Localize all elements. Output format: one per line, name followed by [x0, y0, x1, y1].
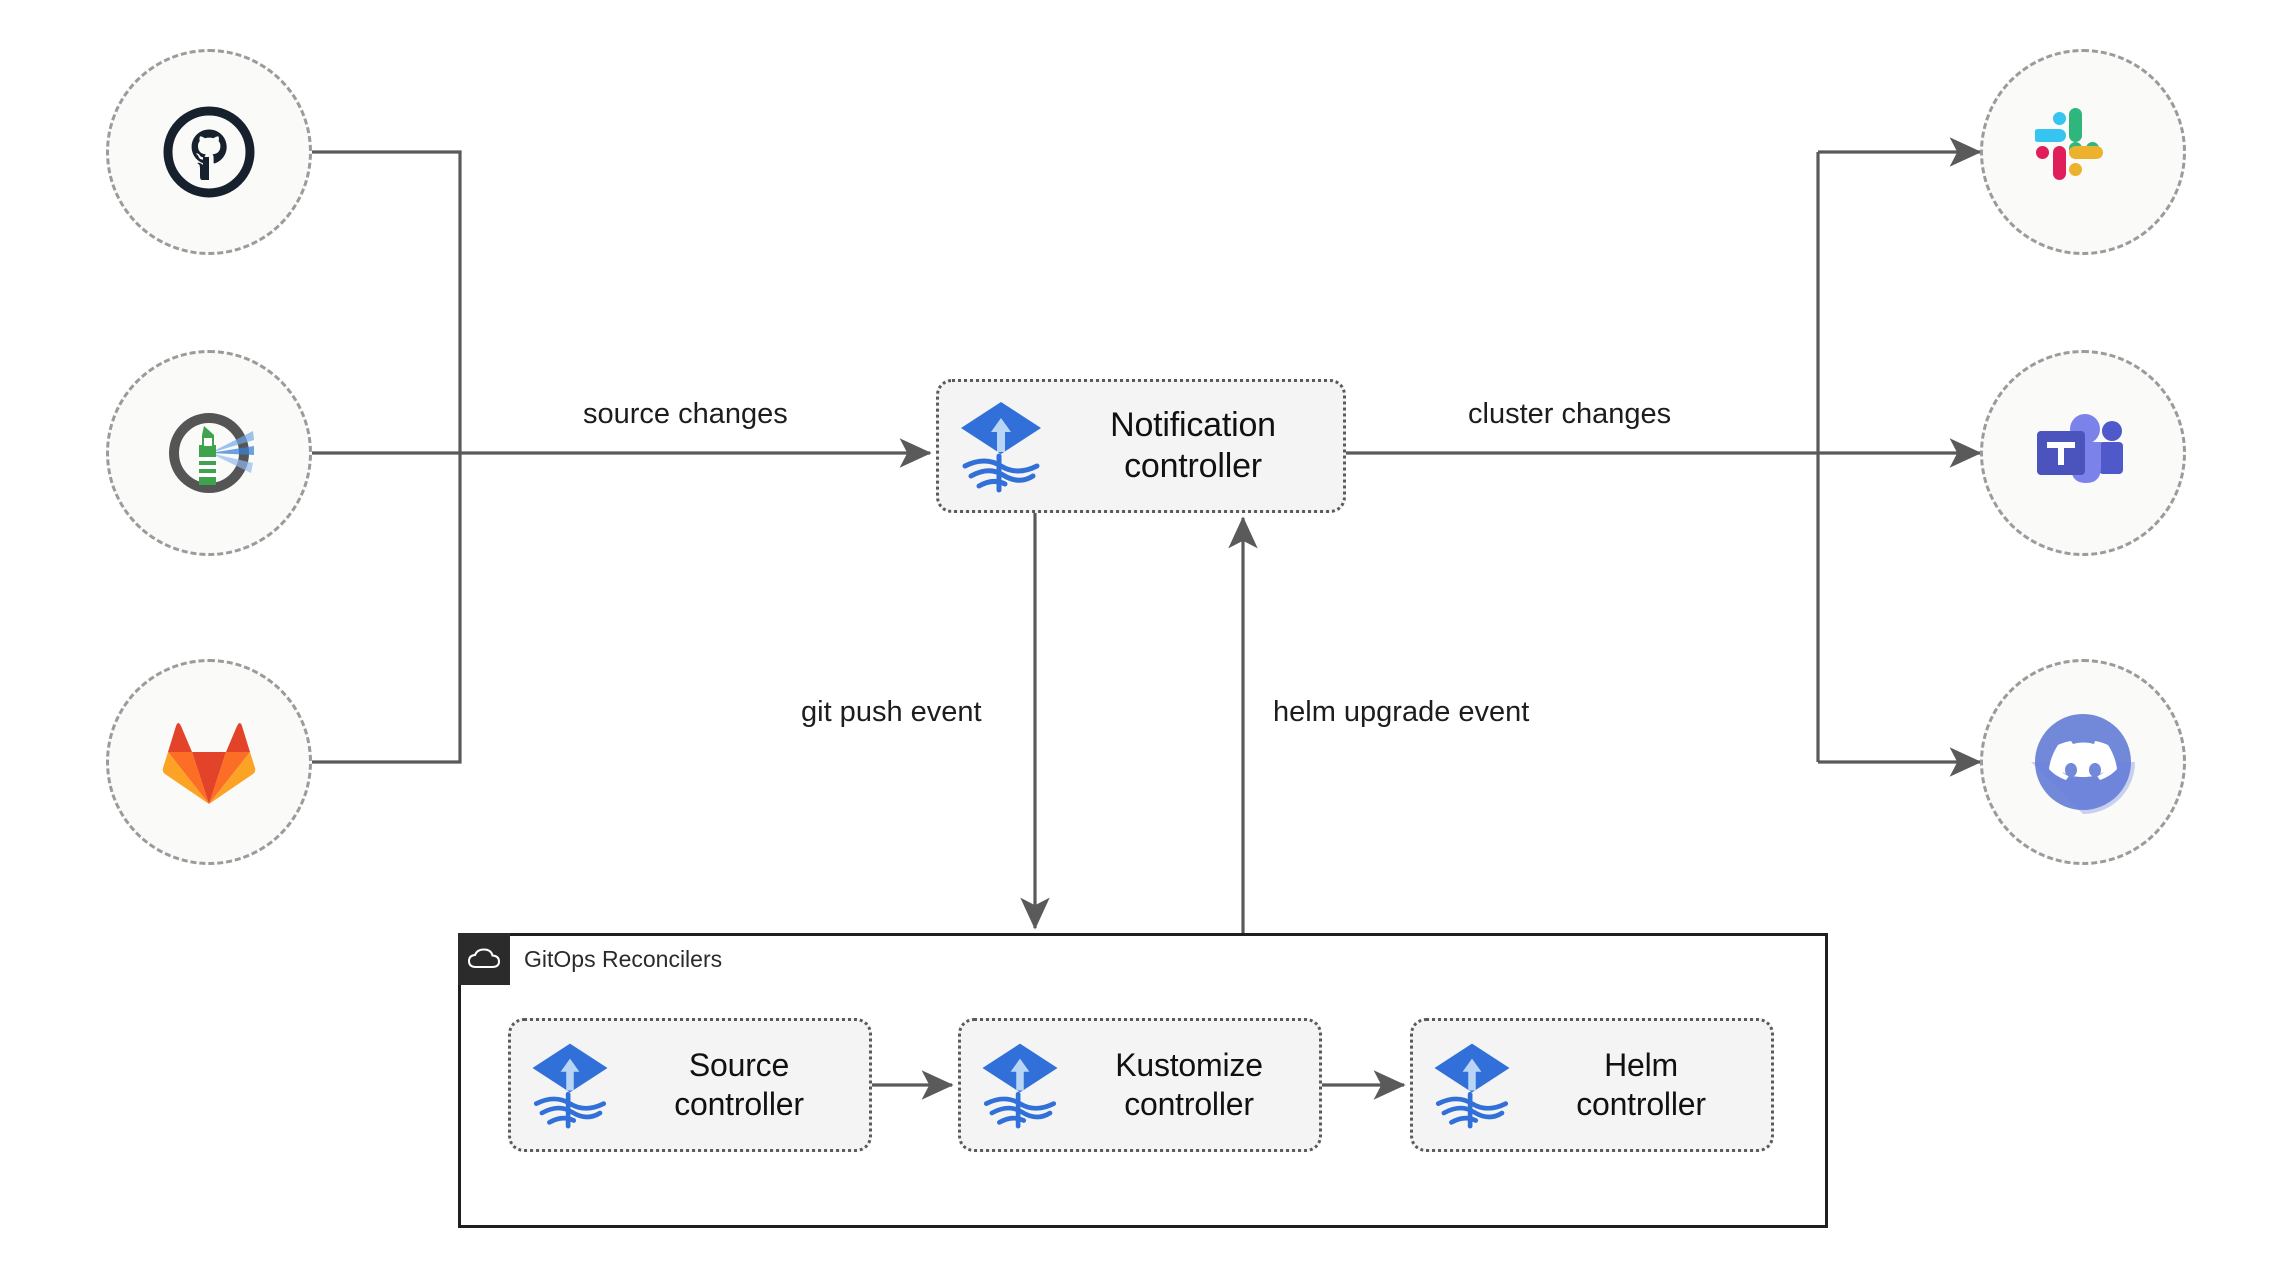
gitops-reconcilers-title: GitOps Reconcilers [524, 945, 723, 972]
node-helm-controller[interactable]: Helm controller [1410, 1018, 1774, 1152]
flux-icon [975, 1036, 1065, 1135]
source-node-lighthouse[interactable] [106, 350, 312, 556]
edge-label-source-changes: source changes [575, 396, 796, 433]
github-icon [159, 102, 259, 202]
cloud-icon [458, 933, 510, 985]
destination-node-discord[interactable] [1980, 659, 2186, 865]
node-label: Kustomize controller [1115, 1046, 1263, 1122]
flux-icon [953, 394, 1049, 499]
source-node-github[interactable] [106, 49, 312, 255]
msteams-icon [2033, 411, 2133, 495]
gitops-reconcilers-header: GitOps Reconcilers [458, 933, 722, 985]
node-label: Source controller [674, 1046, 804, 1122]
gitlab-icon [160, 716, 258, 808]
edge-label-helm-upgrade-event: helm upgrade event [1265, 694, 1538, 731]
edge-label-git-push-event: git push event [793, 694, 990, 731]
destination-node-slack[interactable] [1980, 49, 2186, 255]
edge-label-cluster-changes: cluster changes [1460, 396, 1680, 433]
gitops-reconcilers-container [458, 933, 1828, 1228]
node-label: Helm controller [1576, 1046, 1706, 1122]
lighthouse-icon [157, 401, 261, 505]
discord-icon [2029, 708, 2137, 816]
node-notification-controller[interactable]: Notification controller [936, 379, 1346, 513]
node-source-controller[interactable]: Source controller [508, 1018, 872, 1152]
node-label: Notification controller [1110, 405, 1276, 485]
slack-icon [2035, 104, 2131, 200]
wire-gitlab-to-bus [312, 453, 462, 764]
wire-github-to-bus [312, 150, 462, 453]
node-kustomize-controller[interactable]: Kustomize controller [958, 1018, 1322, 1152]
flux-icon [525, 1036, 615, 1135]
flux-icon [1427, 1036, 1517, 1135]
source-node-gitlab[interactable] [106, 659, 312, 865]
destination-node-teams[interactable] [1980, 350, 2186, 556]
